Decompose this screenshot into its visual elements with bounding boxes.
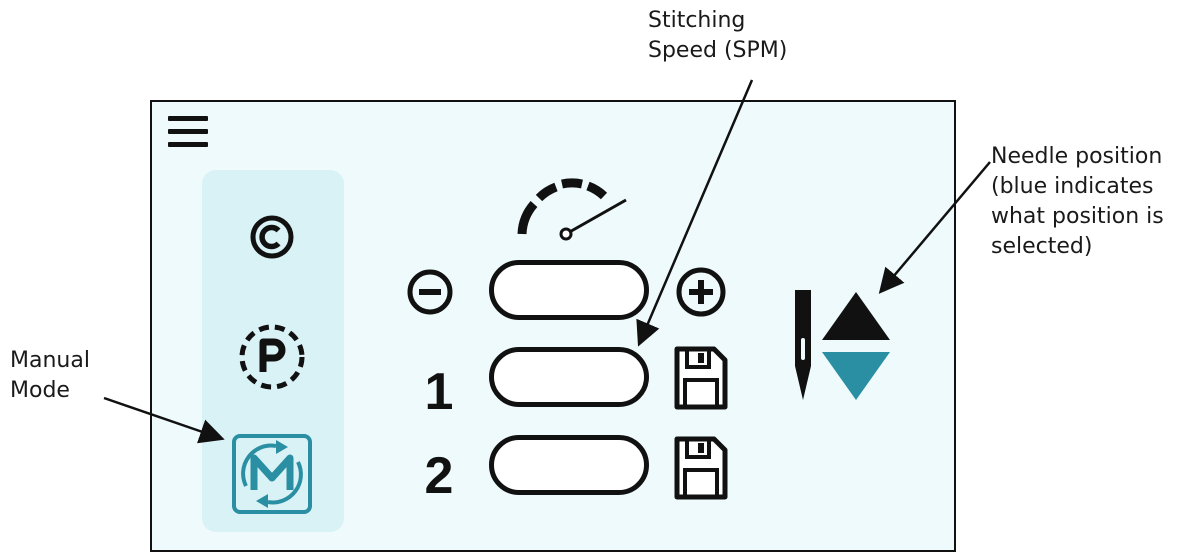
save-icon[interactable] [672, 344, 730, 412]
preset-label-1: 1 [424, 363, 454, 421]
speed-field-preset-2[interactable] [489, 435, 649, 495]
needle-up-button[interactable] [818, 288, 894, 344]
mode-c-icon[interactable] [247, 212, 297, 262]
mode-manual-icon[interactable] [230, 432, 314, 516]
annotation-line: Speed (SPM) [648, 38, 788, 63]
needle-down-button[interactable] [818, 348, 894, 404]
annotation-manual-mode: Manual Mode [10, 346, 90, 406]
speedometer-icon [517, 178, 627, 241]
annotation-line: Stitching [648, 8, 746, 33]
annotation-line: Manual [10, 348, 90, 373]
annotation-line: Needle position [991, 144, 1163, 169]
annotation-line: selected) [991, 234, 1093, 259]
menu-icon[interactable] [166, 112, 212, 154]
annotation-needle-position: Needle position (blue indicates what pos… [991, 142, 1164, 262]
control-panel: 1 2 [150, 100, 956, 552]
annotation-line: Mode [10, 378, 70, 403]
save-icon[interactable] [672, 434, 730, 502]
increase-speed-button[interactable] [675, 266, 727, 318]
speed-field-preset-1[interactable] [489, 347, 649, 407]
annotation-stitching-speed: Stitching Speed (SPM) [648, 6, 787, 66]
mode-p-icon[interactable] [235, 320, 309, 394]
preset-label-2: 2 [424, 447, 454, 505]
annotation-line: what position is [991, 204, 1164, 229]
needle-icon [795, 290, 811, 400]
decrease-speed-button[interactable] [406, 268, 454, 316]
speed-field-current[interactable] [489, 260, 649, 320]
annotation-line: (blue indicates [991, 174, 1154, 199]
